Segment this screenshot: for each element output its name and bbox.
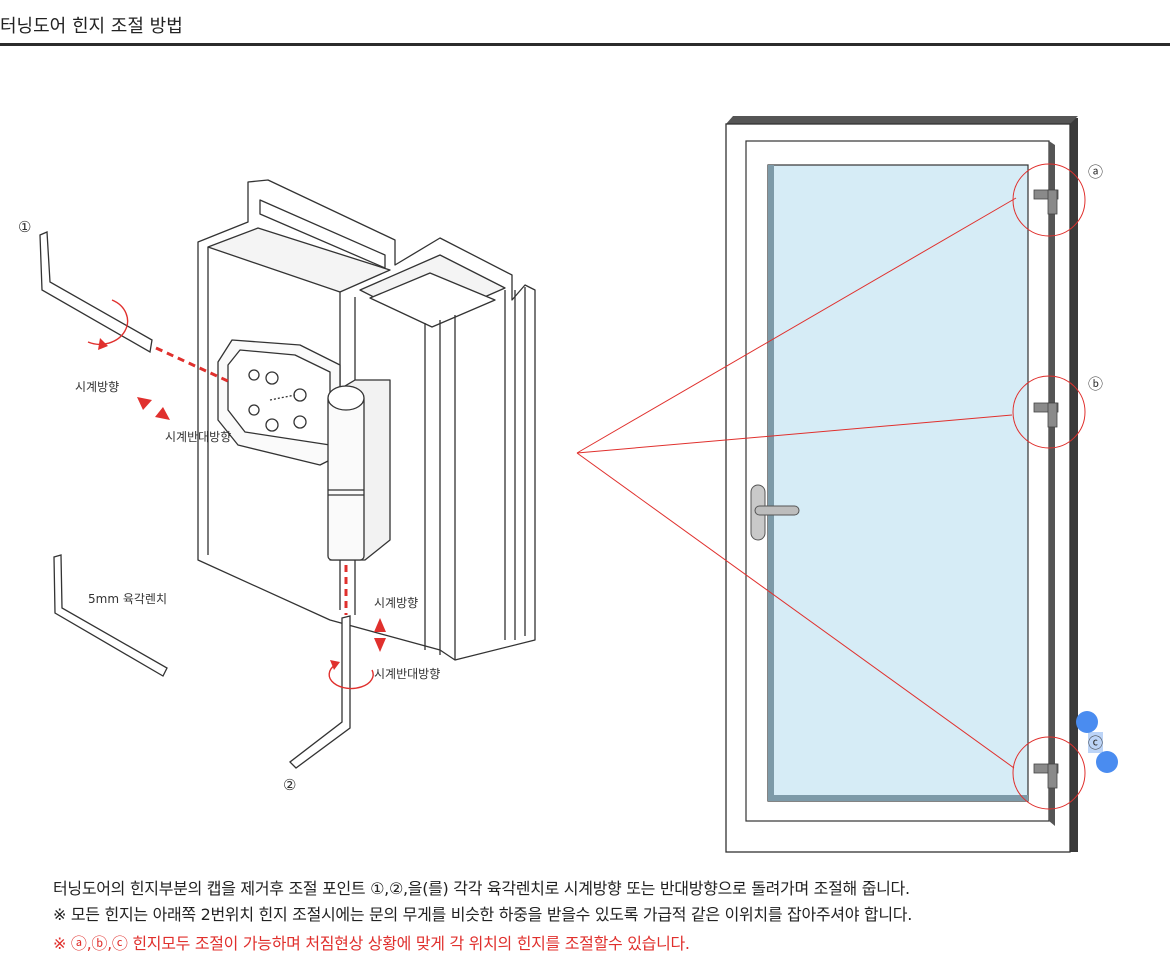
point-1-label: ① xyxy=(18,218,32,236)
selection-handle-end[interactable] xyxy=(1096,751,1118,773)
ccw-arrow-2 xyxy=(374,638,386,652)
rotation-arrow-2 xyxy=(328,664,374,690)
instruction-line-2: ※ 모든 힌지는 아래쪽 2번위치 힌지 조절시에는 문의 무게를 비슷한 하중… xyxy=(53,905,912,924)
hex-wrench-2 xyxy=(289,615,351,769)
ccw-arrow-1 xyxy=(155,407,170,420)
hinge-b-label: ⓑ xyxy=(1088,375,1104,393)
clockwise-label-top: 시계방향 xyxy=(75,380,120,394)
selection-handle-start[interactable] xyxy=(1076,711,1098,733)
counterclockwise-label-top: 시계반대방향 xyxy=(165,430,232,444)
point-2-label: ② xyxy=(283,776,297,794)
hex-wrench-1 xyxy=(39,231,153,354)
instruction-line-1: 터닝도어의 힌지부분의 캡을 제거후 조절 포인트 ①,②,을(를) 각각 육각… xyxy=(53,879,910,898)
cw-arrow-1 xyxy=(137,397,152,410)
instruction-line-3: ※ ⓐ,ⓑ,ⓒ 힌지모두 조절이 가능하며 처짐현상 상황에 맞게 각 위치의 … xyxy=(53,934,690,953)
hinge-a-label: ⓐ xyxy=(1088,163,1104,181)
clockwise-label-bottom: 시계방향 xyxy=(374,596,419,610)
door-illustration xyxy=(725,116,1078,853)
dashed-line-1 xyxy=(155,346,231,384)
callout-lines xyxy=(576,163,1086,810)
hinge-c-label: ⓒ xyxy=(1088,732,1104,753)
page-header: 터닝도어 힌지 조절 방법 xyxy=(0,0,1170,46)
hinge-profile-illustration xyxy=(197,179,536,661)
hex-wrench-loose xyxy=(53,554,168,677)
counterclockwise-label-bottom: 시계반대방향 xyxy=(374,667,441,681)
page-title: 터닝도어 힌지 조절 방법 xyxy=(0,16,183,37)
wrench-size-label: 5mm 육각렌치 xyxy=(88,592,167,606)
cw-arrow-2 xyxy=(374,618,386,632)
